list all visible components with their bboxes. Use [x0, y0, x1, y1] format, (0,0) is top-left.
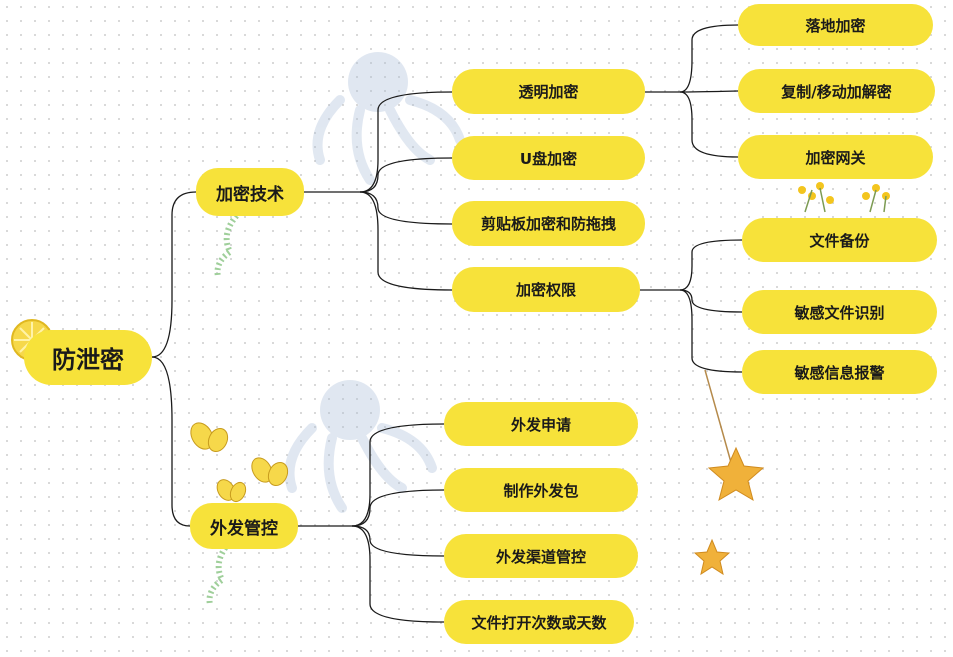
node-label: 剪贴板加密和防拖拽 [480, 215, 616, 233]
node-transparent-encryption[interactable]: 透明加密 [452, 69, 645, 114]
node-clipboard-encryption[interactable]: 剪贴板加密和防拖拽 [452, 201, 645, 246]
node-label: 复制/移动加解密 [781, 82, 892, 101]
node-sensitive-file-detection[interactable]: 敏感文件识别 [742, 290, 937, 334]
butterfly-icon [251, 457, 289, 487]
node-label: 敏感信息报警 [794, 363, 885, 382]
node-outgoing-request[interactable]: 外发申请 [444, 402, 638, 446]
node-label: 落地加密 [805, 16, 866, 35]
node-encryption-permissions[interactable]: 加密权限 [452, 267, 640, 312]
node-label: 文件备份 [809, 231, 870, 250]
node-label: 外发渠道管控 [495, 547, 586, 566]
node-label: 加密权限 [515, 281, 576, 299]
node-label: 制作外发包 [503, 481, 579, 500]
node-label: 加密网关 [805, 148, 866, 167]
node-label: 外发申请 [510, 415, 571, 434]
mindmap-root-node[interactable]: 防泄密 [24, 330, 152, 385]
octopus-watermark-icon [312, 52, 465, 185]
flower-icon [798, 182, 890, 213]
octopus-watermark-icon [284, 380, 437, 513]
butterfly-icon [190, 422, 229, 453]
branch-node-outgoing-control[interactable]: 外发管控 [190, 503, 298, 549]
branch-label: 外发管控 [210, 518, 278, 539]
root-label: 防泄密 [52, 346, 124, 374]
node-outgoing-channel-control[interactable]: 外发渠道管控 [444, 534, 638, 578]
ribbon-icon [206, 537, 235, 606]
butterfly-icon [216, 479, 247, 503]
node-landing-encryption[interactable]: 落地加密 [738, 4, 933, 46]
star-icon [707, 446, 765, 502]
connector-lines [151, 24, 743, 623]
node-file-backup[interactable]: 文件备份 [742, 218, 937, 262]
node-sensitive-info-alert[interactable]: 敏感信息报警 [742, 350, 937, 394]
node-encryption-gateway[interactable]: 加密网关 [738, 135, 933, 179]
node-label: 敏感文件识别 [794, 303, 885, 322]
star-icon [693, 538, 731, 576]
node-label: 透明加密 [518, 83, 579, 101]
branch-node-encryption-tech[interactable]: 加密技术 [196, 168, 304, 216]
ribbon-icon [214, 209, 243, 278]
node-usb-encryption[interactable]: U盘加密 [452, 136, 645, 180]
branch-label: 加密技术 [216, 184, 284, 205]
node-label: U盘加密 [519, 149, 578, 168]
node-make-outgoing-package[interactable]: 制作外发包 [444, 468, 638, 512]
node-label: 文件打开次数或天数 [471, 613, 607, 632]
node-file-open-limit[interactable]: 文件打开次数或天数 [444, 600, 634, 644]
node-copy-move-crypt[interactable]: 复制/移动加解密 [738, 69, 935, 113]
